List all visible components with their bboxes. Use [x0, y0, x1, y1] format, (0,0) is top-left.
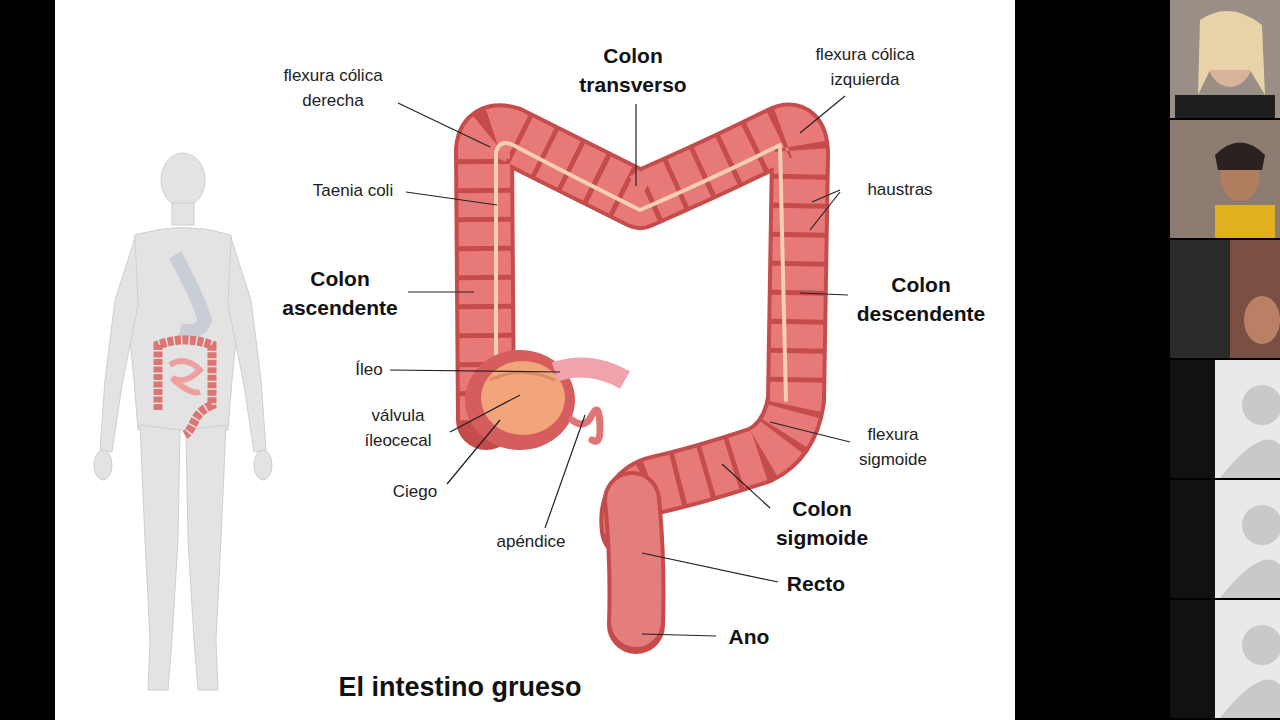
- part-heading: Colon ascendente: [265, 264, 415, 323]
- part-label: válvula íleocecal: [348, 404, 448, 453]
- figure-organs: [158, 255, 212, 435]
- part-heading: Recto: [766, 569, 866, 598]
- part-heading: Ano: [709, 622, 789, 651]
- video-thumbnails: [1170, 0, 1280, 718]
- part-label: flexura sigmoide: [838, 423, 948, 472]
- part-label: flexura cólica izquierda: [790, 43, 940, 92]
- human-figure: [94, 153, 272, 690]
- leader-lines: [390, 96, 850, 636]
- part-label: apéndice: [476, 530, 586, 555]
- part-heading: Colon descendente: [841, 270, 1001, 329]
- part-heading: Colon transverso: [558, 41, 708, 100]
- part-label: flexura cólica derecha: [263, 64, 403, 113]
- part-label: Ciego: [375, 480, 455, 505]
- part-label: Íleo: [329, 358, 409, 383]
- diagram-title: El intestino grueso: [338, 668, 581, 707]
- cecum: [465, 350, 625, 450]
- part-heading: Colon sigmoide: [757, 494, 887, 553]
- part-label: haustras: [850, 178, 950, 203]
- part-label: Taenia coli: [293, 179, 413, 204]
